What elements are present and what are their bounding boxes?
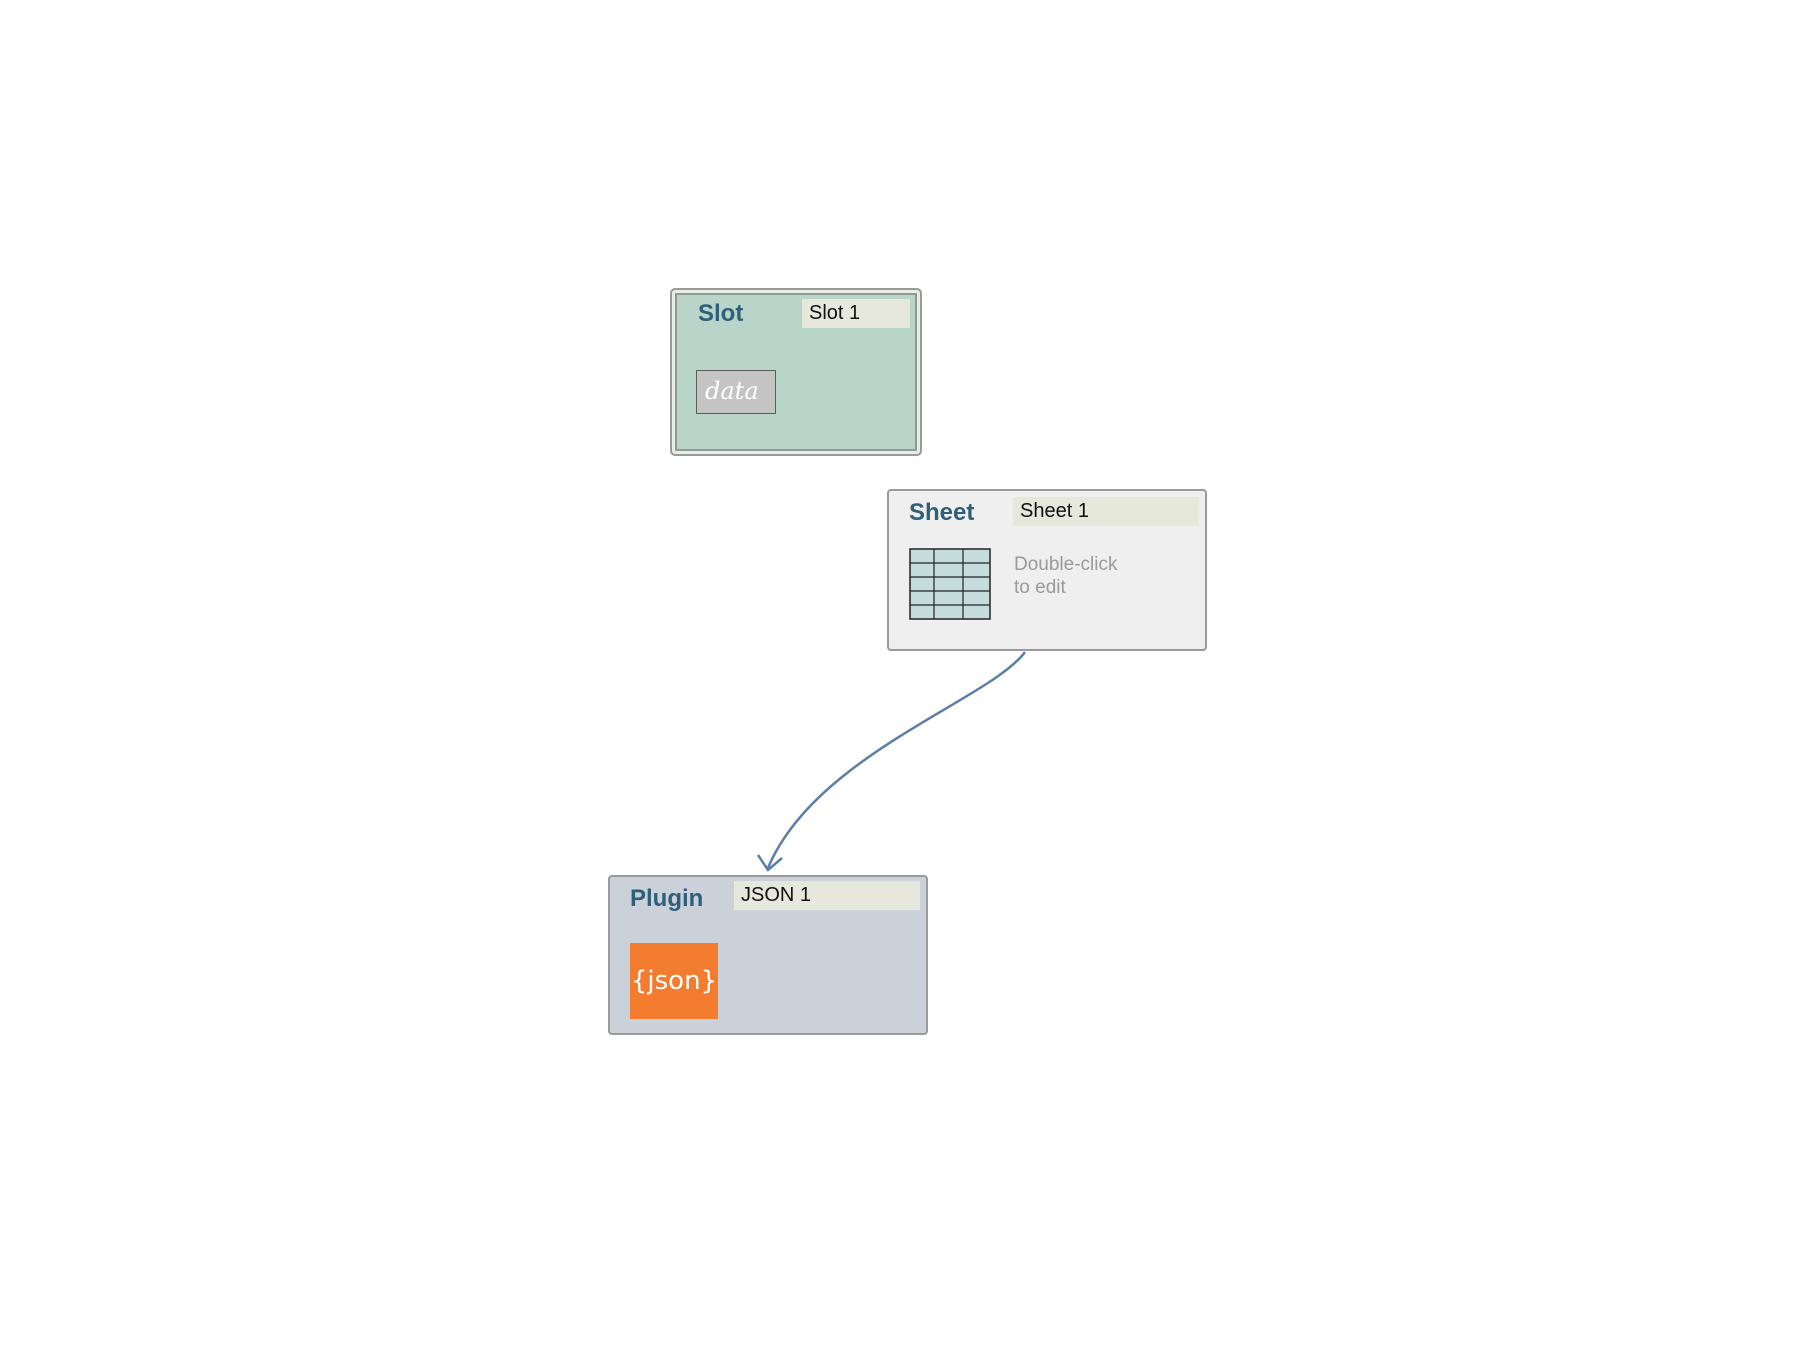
plugin-node[interactable]: Plugin {json} <box>608 875 928 1035</box>
sheet-name-field[interactable] <box>1013 497 1199 526</box>
slot-node[interactable]: Slot data <box>670 288 922 456</box>
data-icon[interactable]: data <box>696 370 776 414</box>
slot-name-field[interactable] <box>802 299 910 328</box>
plugin-type-label: Plugin <box>630 885 704 912</box>
sheet-node[interactable]: Sheet Double-click to edit <box>887 489 1207 651</box>
slot-type-label: Slot <box>698 300 744 327</box>
spreadsheet-grid-icon[interactable] <box>909 548 991 620</box>
plugin-name-field[interactable] <box>734 881 920 910</box>
sheet-type-label: Sheet <box>909 499 975 526</box>
edit-hint-line2: to edit <box>1014 577 1066 598</box>
edit-hint-line1: Double-click <box>1014 554 1118 575</box>
json-icon[interactable]: {json} <box>630 943 718 1019</box>
edge-arrowhead <box>756 854 783 872</box>
edit-hint: Double-click to edit <box>1014 553 1174 599</box>
edge-sheet-to-plugin[interactable] <box>766 651 1027 869</box>
